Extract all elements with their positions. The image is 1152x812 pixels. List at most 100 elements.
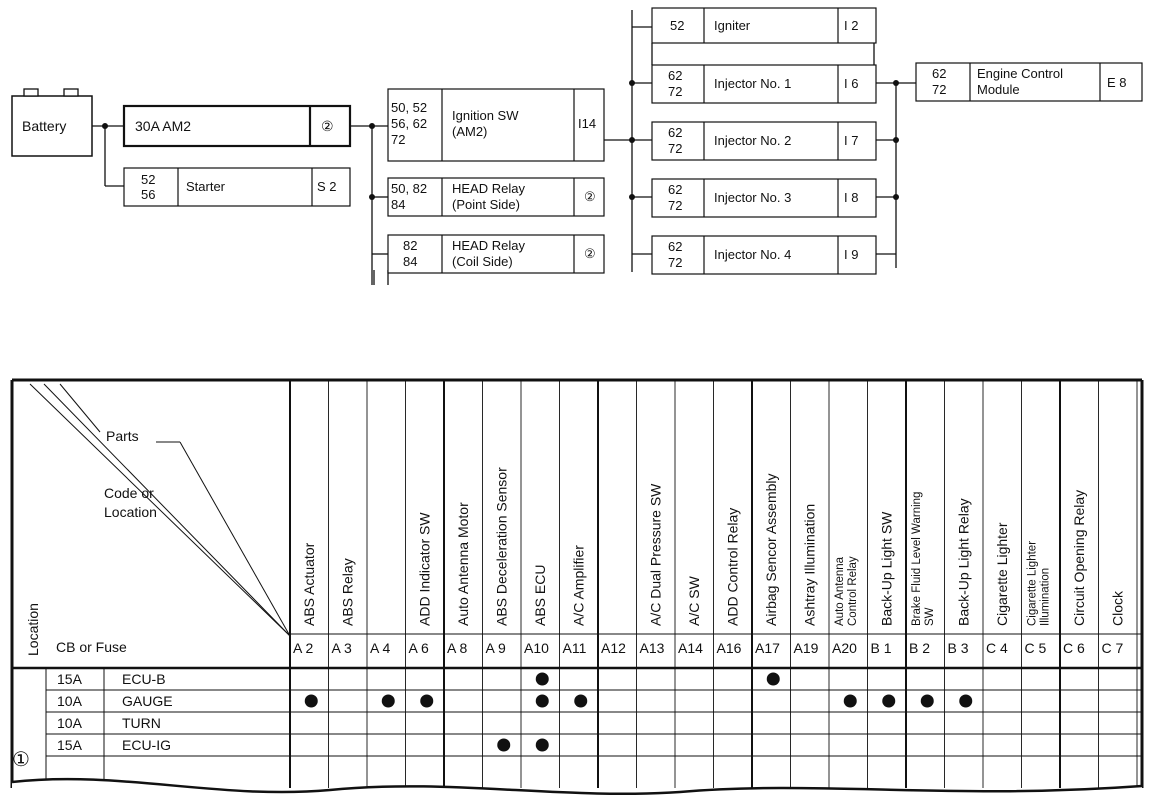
head-relay-coil-box: 82 84 HEAD Relay (Coil Side) ②	[387, 234, 605, 274]
ignition-sw-code: I14	[578, 116, 596, 131]
fuse-name: TURN	[122, 715, 161, 731]
part-code: A 2	[293, 640, 313, 656]
ecm-label: Engine Control	[977, 66, 1063, 81]
part-name: Back-Up Light SW	[879, 511, 895, 626]
injector-pin: 72	[668, 141, 682, 156]
part-code: A12	[601, 640, 626, 656]
header-code: Code or	[104, 485, 154, 501]
part-code: B 3	[948, 640, 969, 656]
injector-3-box: 62 72 Injector No. 3 I 8	[651, 178, 877, 218]
injector-pin: 72	[668, 255, 682, 270]
part-name: Auto Antenna	[834, 556, 846, 626]
part-code: A 4	[370, 640, 390, 656]
part-name: Airbag Sencor Assembly	[763, 473, 779, 626]
injector-pin: 62	[668, 239, 682, 254]
injector-2-box: 62 72 Injector No. 2 I 7	[651, 121, 877, 161]
head-relay-point-box: 50, 82 84 HEAD Relay (Point Side) ②	[387, 177, 605, 217]
part-code: A 3	[332, 640, 352, 656]
header-parts: Parts	[106, 428, 139, 444]
battery-label: Battery	[22, 118, 66, 134]
fuse-amp: 15A	[57, 737, 83, 753]
part-name: Back-Up Light Relay	[956, 498, 972, 626]
connection-dot	[959, 694, 973, 708]
injector-label: Injector No. 2	[714, 133, 791, 148]
part-code: A14	[678, 640, 703, 656]
connection-dot	[535, 672, 549, 686]
head-relay-point-pin: 84	[391, 197, 405, 212]
battery: Battery	[11, 88, 93, 157]
part-code: A19	[794, 640, 819, 656]
ecm-pin: 62	[932, 66, 946, 81]
fuse-am2-label: 30A AM2	[135, 118, 191, 134]
part-name: A/C Dual Pressure SW	[648, 483, 664, 626]
connection-dot	[304, 694, 318, 708]
injector-1-box: 62 72 Injector No. 1 I 6	[651, 64, 877, 104]
fuse-amp: 10A	[57, 693, 83, 709]
part-code: A 6	[409, 640, 429, 656]
ignition-sw-pin: 50, 52	[391, 100, 427, 115]
connection-dot	[766, 672, 780, 686]
igniter-label: Igniter	[714, 18, 751, 33]
part-name: ABS Relay	[340, 558, 356, 626]
fuse-parts-table: Parts Code or Location Location CB or Fu…	[10, 378, 1144, 812]
connection-dot	[535, 694, 549, 708]
igniter-box: 52 Igniter I 2	[651, 7, 877, 44]
part-name: SW	[924, 607, 936, 626]
injector-code: I 9	[844, 247, 858, 262]
part-code: B 1	[871, 640, 892, 656]
part-name: ADD Indicator SW	[417, 512, 433, 626]
part-name: Clock	[1110, 590, 1126, 626]
part-code: A13	[640, 640, 665, 656]
head-relay-point-label: HEAD Relay	[452, 181, 525, 196]
wire-junction-dots	[102, 80, 899, 200]
injector-code: I 7	[844, 133, 858, 148]
part-name: Brake Fluid Level Warning	[911, 492, 923, 626]
part-code: B 2	[909, 640, 930, 656]
injector-label: Injector No. 3	[714, 190, 791, 205]
part-name: Illumination	[1040, 568, 1052, 626]
connection-dot	[920, 694, 934, 708]
connection-dot	[843, 694, 857, 708]
part-name: Cigarette Lighter	[994, 522, 1010, 626]
connection-dot	[882, 694, 896, 708]
injector-pin: 62	[668, 68, 682, 83]
part-code: A 9	[486, 640, 506, 656]
part-code: A20	[832, 640, 857, 656]
injector-code: I 8	[844, 190, 858, 205]
part-name: ADD Control Relay	[725, 508, 741, 626]
starter-pin: 56	[141, 187, 155, 202]
part-name: Auto Antenna Motor	[455, 502, 471, 626]
injector-pin: 62	[668, 182, 682, 197]
fuse-name: ECU-B	[122, 671, 166, 687]
part-name: ABS Actuator	[301, 542, 317, 626]
injector-pin: 72	[668, 198, 682, 213]
ecm-label: Module	[977, 82, 1020, 97]
header-code: Location	[104, 504, 157, 520]
injector-pin: 72	[668, 84, 682, 99]
part-code: A11	[563, 640, 587, 656]
ecm-box: 62 72 Engine Control Module E 8	[915, 62, 1143, 102]
ecm-pin: 72	[932, 82, 946, 97]
ignition-sw-box: 50, 52 56, 62 72 Ignition SW (AM2) I14	[387, 88, 605, 162]
connection-dot	[420, 694, 434, 708]
igniter-code: I 2	[844, 18, 858, 33]
table-header-left	[29, 383, 291, 637]
igniter-pin: 52	[670, 18, 684, 33]
part-code: C 4	[986, 640, 1008, 656]
part-name: Cigarette Lighter	[1027, 541, 1039, 626]
part-code: A 8	[447, 640, 467, 656]
torn-edge	[11, 777, 1143, 796]
part-code: A17	[755, 640, 780, 656]
part-code: C 6	[1063, 640, 1085, 656]
fuse-amp: 10A	[57, 715, 83, 731]
injector-label: Injector No. 4	[714, 247, 791, 262]
head-relay-coil-code: ②	[584, 246, 596, 261]
location-marker: ①	[12, 747, 30, 771]
fuse-name: ECU-IG	[122, 737, 171, 753]
header-cb-fuse: CB or Fuse	[56, 639, 127, 655]
ecm-code: E 8	[1107, 75, 1127, 90]
injector-label: Injector No. 1	[714, 76, 791, 91]
head-relay-point-pin: 50, 82	[391, 181, 427, 196]
fuse-name: GAUGE	[122, 693, 173, 709]
ignition-sw-label: (AM2)	[452, 124, 487, 139]
